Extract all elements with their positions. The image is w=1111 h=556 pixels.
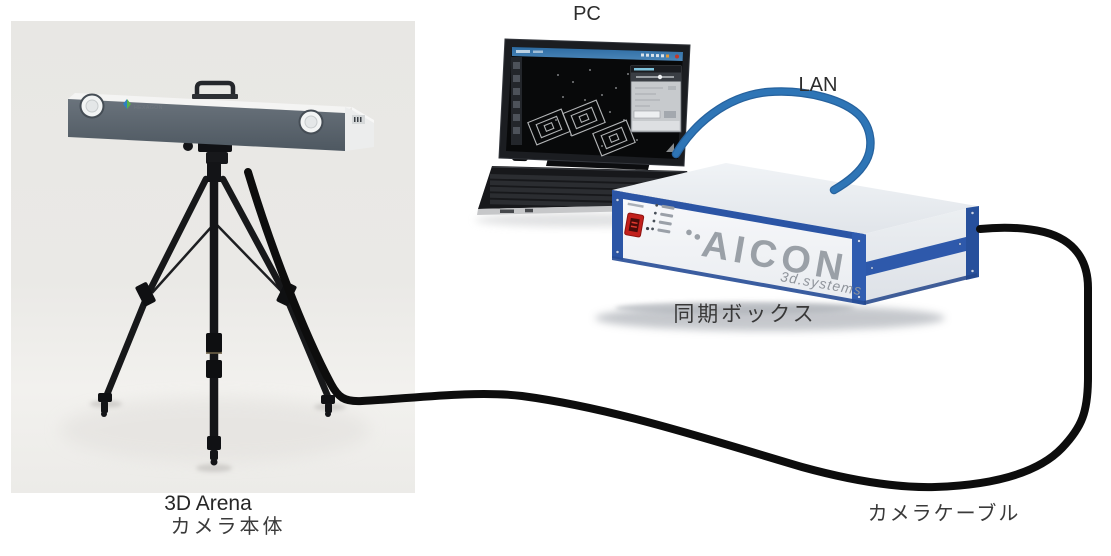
lan-cable bbox=[671, 87, 875, 195]
camera-bar: HEXAGON bbox=[68, 80, 374, 151]
camera-cable bbox=[244, 168, 1092, 492]
lan-label: LAN bbox=[798, 74, 838, 96]
pc-label: PC bbox=[573, 3, 601, 25]
camera-cable-label: カメラケーブル bbox=[867, 503, 1021, 525]
laptop-screen bbox=[498, 38, 691, 167]
wireframe-objects bbox=[527, 99, 636, 157]
sync-box: AICON 3d.systems bbox=[612, 163, 979, 305]
power-button bbox=[624, 202, 645, 238]
camera-lens-right bbox=[298, 109, 324, 135]
camera-lens-left bbox=[79, 93, 105, 119]
hexagon-logo-text: HEXAGON bbox=[134, 105, 163, 111]
hexagon-logo: HEXAGON bbox=[123, 99, 163, 111]
software-side-panel bbox=[630, 65, 682, 133]
screws bbox=[615, 198, 975, 299]
camera-body-label: カメラ本体 bbox=[170, 516, 286, 538]
camera-name-label: 3D Arena bbox=[164, 492, 252, 515]
carry-handle bbox=[192, 80, 238, 99]
measurement-software-screen bbox=[511, 47, 683, 157]
camera-photo: HEXAGON bbox=[11, 21, 415, 493]
sync-box-label: 同期ボックス bbox=[673, 303, 817, 326]
led-panel bbox=[645, 203, 675, 234]
